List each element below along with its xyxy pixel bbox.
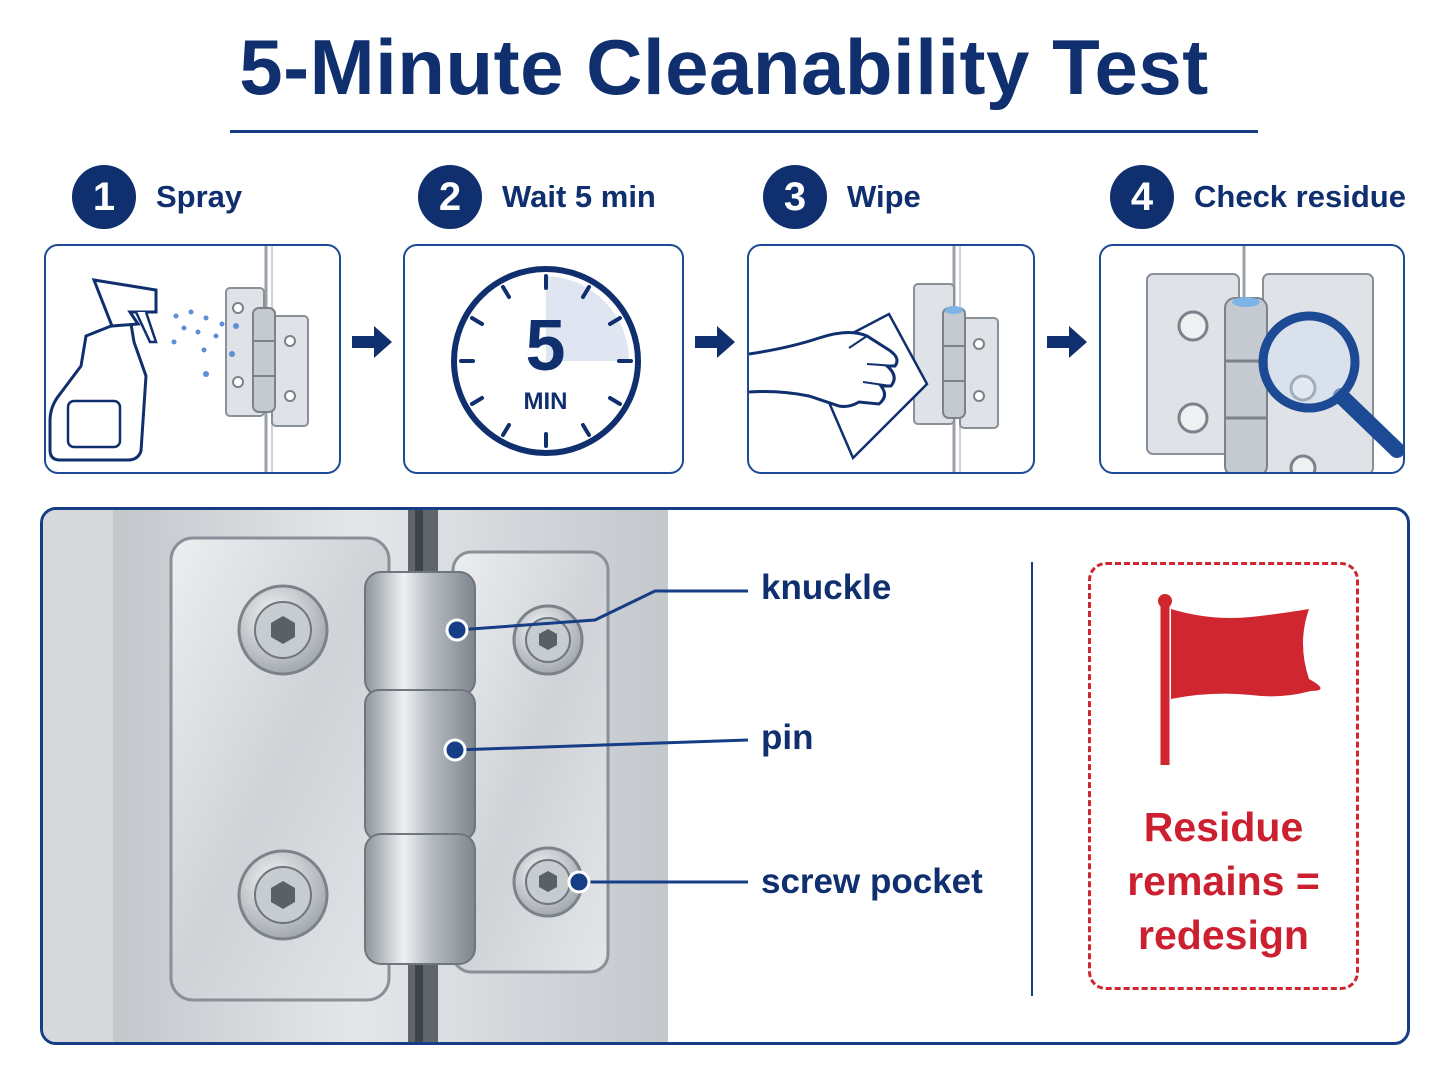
- hinge-closeup-illustration: [43, 510, 749, 1042]
- step-4-number: 4: [1110, 165, 1174, 229]
- timer-unit: MIN: [523, 388, 568, 415]
- timer-icon: [451, 266, 641, 456]
- wipe-hand-icon: [749, 246, 999, 472]
- step-1-header: 1 Spray: [72, 165, 242, 229]
- step-2-number: 2: [418, 165, 482, 229]
- step-3-panel: [747, 244, 1035, 474]
- page-title: 5-Minute Cleanability Test: [239, 23, 1209, 111]
- hinge-detail-panel: knuckle pin screw pocket Residue remains…: [40, 507, 1410, 1045]
- step-1-label: Spray: [156, 179, 243, 214]
- screw-pocket-leader-line: [567, 870, 748, 894]
- step-3-label: Wipe: [847, 179, 921, 214]
- title-underline: [230, 130, 1258, 133]
- warning-line-3: redesign: [1138, 912, 1309, 958]
- screw-top-right: [512, 604, 584, 676]
- arrow-right-icon: [1047, 326, 1087, 358]
- arrow-right-icon: [695, 326, 735, 358]
- step-2-panel: 5 MIN: [403, 244, 684, 474]
- step-4-header: 4 Check residue: [1110, 165, 1406, 229]
- screw-bottom-right: [512, 846, 584, 918]
- step-4-label: Check residue: [1194, 179, 1406, 214]
- callout-pin: pin: [761, 718, 814, 757]
- step-3-number: 3: [763, 165, 827, 229]
- red-flag-icon: [1158, 594, 1321, 765]
- section-divider: [1031, 562, 1033, 996]
- magnifier-icon: [1146, 246, 1403, 472]
- callout-screw-pocket: screw pocket: [761, 862, 983, 901]
- timer-value: 5: [525, 306, 566, 386]
- residue-warning-box: Residue remains = redesign: [1088, 562, 1359, 990]
- residue-warning-text: Residue remains = redesign: [1091, 800, 1356, 962]
- callout-knuckle: knuckle: [761, 568, 892, 607]
- screw-bottom-left: [237, 849, 329, 941]
- step-1-number: 1: [72, 165, 136, 229]
- warning-line-2: remains =: [1127, 858, 1320, 904]
- step-4-panel: [1099, 244, 1405, 474]
- warning-line-1: Residue: [1143, 804, 1304, 850]
- pin-leader-line: [443, 738, 749, 762]
- step-2-header: 2 Wait 5 min: [418, 165, 656, 229]
- step-3-header: 3 Wipe: [763, 165, 921, 229]
- screw-top-left: [237, 584, 329, 676]
- step-1-panel: [44, 244, 341, 474]
- arrow-right-icon: [352, 326, 392, 358]
- knuckle-leader-line: [445, 589, 748, 642]
- spray-bottle-icon: [48, 246, 309, 472]
- step-2-label: Wait 5 min: [502, 179, 656, 214]
